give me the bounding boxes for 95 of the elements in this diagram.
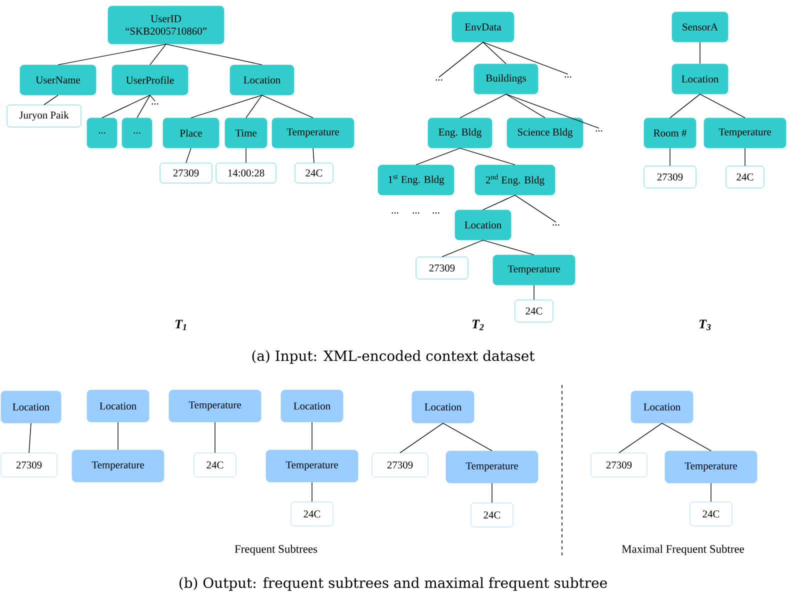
element-box: Time: [224, 118, 268, 148]
tree-edge: [400, 422, 444, 454]
ellipsis: ...: [596, 130, 602, 132]
element-box: UserName: [20, 64, 96, 96]
tree-edge: [460, 148, 516, 166]
tree-edge: [186, 148, 192, 164]
tree-edge: [150, 44, 166, 66]
element-box: SensorA: [672, 12, 728, 42]
value-box: 24C: [294, 162, 334, 184]
tree-edge: [150, 94, 156, 102]
element-box: Location: [412, 390, 474, 424]
value-box: 27309: [0, 452, 58, 478]
tree-edge: [166, 44, 262, 66]
element-box: ...: [86, 118, 118, 148]
tree-edge: [618, 422, 662, 454]
tree-edge: [102, 94, 150, 118]
tree-edge: [438, 42, 484, 78]
tree-edge: [710, 482, 712, 502]
tree-edge: [670, 94, 700, 118]
element-box: Location: [86, 390, 150, 422]
value-box: 14:00:28: [216, 162, 276, 184]
tree-edge: [482, 240, 534, 256]
element-box: Location: [0, 390, 62, 424]
element-box: Science Bldg: [506, 118, 584, 148]
element-box: Temperature: [446, 450, 538, 484]
subfigure-caption: (b) Output: frequent subtrees and maximal frequent subtree: [180, 577, 607, 591]
element-box: Location: [630, 390, 694, 424]
subtree-title: Frequent Subtrees: [234, 544, 318, 556]
ellipsis: ...: [564, 76, 572, 78]
element-box: Temperature: [664, 450, 758, 484]
ellipsis: ...: [552, 224, 560, 226]
tree-edge: [700, 94, 746, 118]
element-box: Location: [280, 390, 344, 422]
ellipsis: ...: [432, 212, 440, 214]
element-box: ...: [122, 118, 152, 148]
tree-edge: [460, 94, 506, 118]
tree-edge: [662, 422, 712, 452]
value-box: 24C: [690, 502, 732, 526]
tree-edge: [58, 44, 166, 66]
element-box: EnvData: [452, 12, 514, 42]
subfigure-caption: (a) Input: XML-encoded context dataset: [252, 350, 535, 364]
tree-label: T$_{1}$: [175, 320, 186, 330]
element-box: Temperature: [492, 254, 576, 286]
tree-edge: [312, 148, 314, 164]
element-box: 1$^{st}$ Eng. Bldg: [378, 164, 454, 196]
element-box: Temperature: [266, 450, 358, 482]
tree-edge: [506, 94, 546, 118]
tree-edge: [44, 94, 58, 106]
element-box: Buildings: [474, 64, 538, 94]
tree-edge: [482, 42, 506, 64]
tree-edge: [482, 194, 516, 210]
tree-edge: [214, 422, 216, 454]
element-box: Temperature: [704, 118, 786, 148]
tree-edge: [506, 94, 600, 129]
value-box: 27309: [160, 162, 212, 184]
tree-edge: [246, 94, 262, 118]
value-box: 27309: [416, 256, 468, 280]
element-box: UserID “SKB2005710860”: [108, 6, 224, 44]
value-box: 27309: [372, 452, 428, 478]
tree-edge: [28, 422, 32, 454]
tree-label: T$_{2}$: [472, 320, 484, 330]
element-box: Room #: [644, 118, 696, 148]
ellipsis: ...: [412, 212, 420, 214]
tree-edge: [416, 148, 460, 166]
value-box: 27309: [644, 166, 696, 188]
ellipsis: ...: [436, 79, 442, 81]
ellipsis: ...: [152, 103, 158, 105]
tree-label: T$_{3}$: [699, 320, 711, 330]
tree-edge: [136, 94, 150, 118]
tree-edge: [744, 148, 746, 166]
tree-edge: [442, 240, 484, 258]
subtree-title: Maximal Frequent Subtree: [622, 544, 744, 556]
element-box: Temperature: [168, 390, 262, 422]
value-box: 24C: [726, 166, 764, 188]
element-box: Temperature: [72, 450, 164, 482]
tree-edge: [482, 42, 568, 75]
value-box: 24C: [194, 452, 236, 478]
value-box: 27309: [590, 452, 648, 478]
value-box: 24C: [290, 502, 334, 526]
value-box: 24C: [470, 502, 514, 528]
element-box: Temperature: [272, 118, 354, 148]
value-box: 24C: [514, 300, 554, 322]
element-box: UserProfile: [112, 64, 188, 96]
tree-edge: [442, 422, 492, 452]
ellipsis: ...: [392, 212, 398, 214]
element-box: Location: [230, 64, 294, 96]
element-box: Location: [672, 64, 728, 94]
element-box: Eng. Bldg: [428, 118, 492, 148]
tree-edge: [262, 94, 314, 118]
element-box: 2$^{nd}$ Eng. Bldg: [474, 164, 556, 196]
tree-edge: [190, 94, 262, 118]
element-box: Place: [162, 118, 220, 148]
value-box: Juryon Paik: [6, 104, 82, 128]
element-box: Location: [454, 210, 512, 240]
tree-edge: [514, 194, 556, 223]
